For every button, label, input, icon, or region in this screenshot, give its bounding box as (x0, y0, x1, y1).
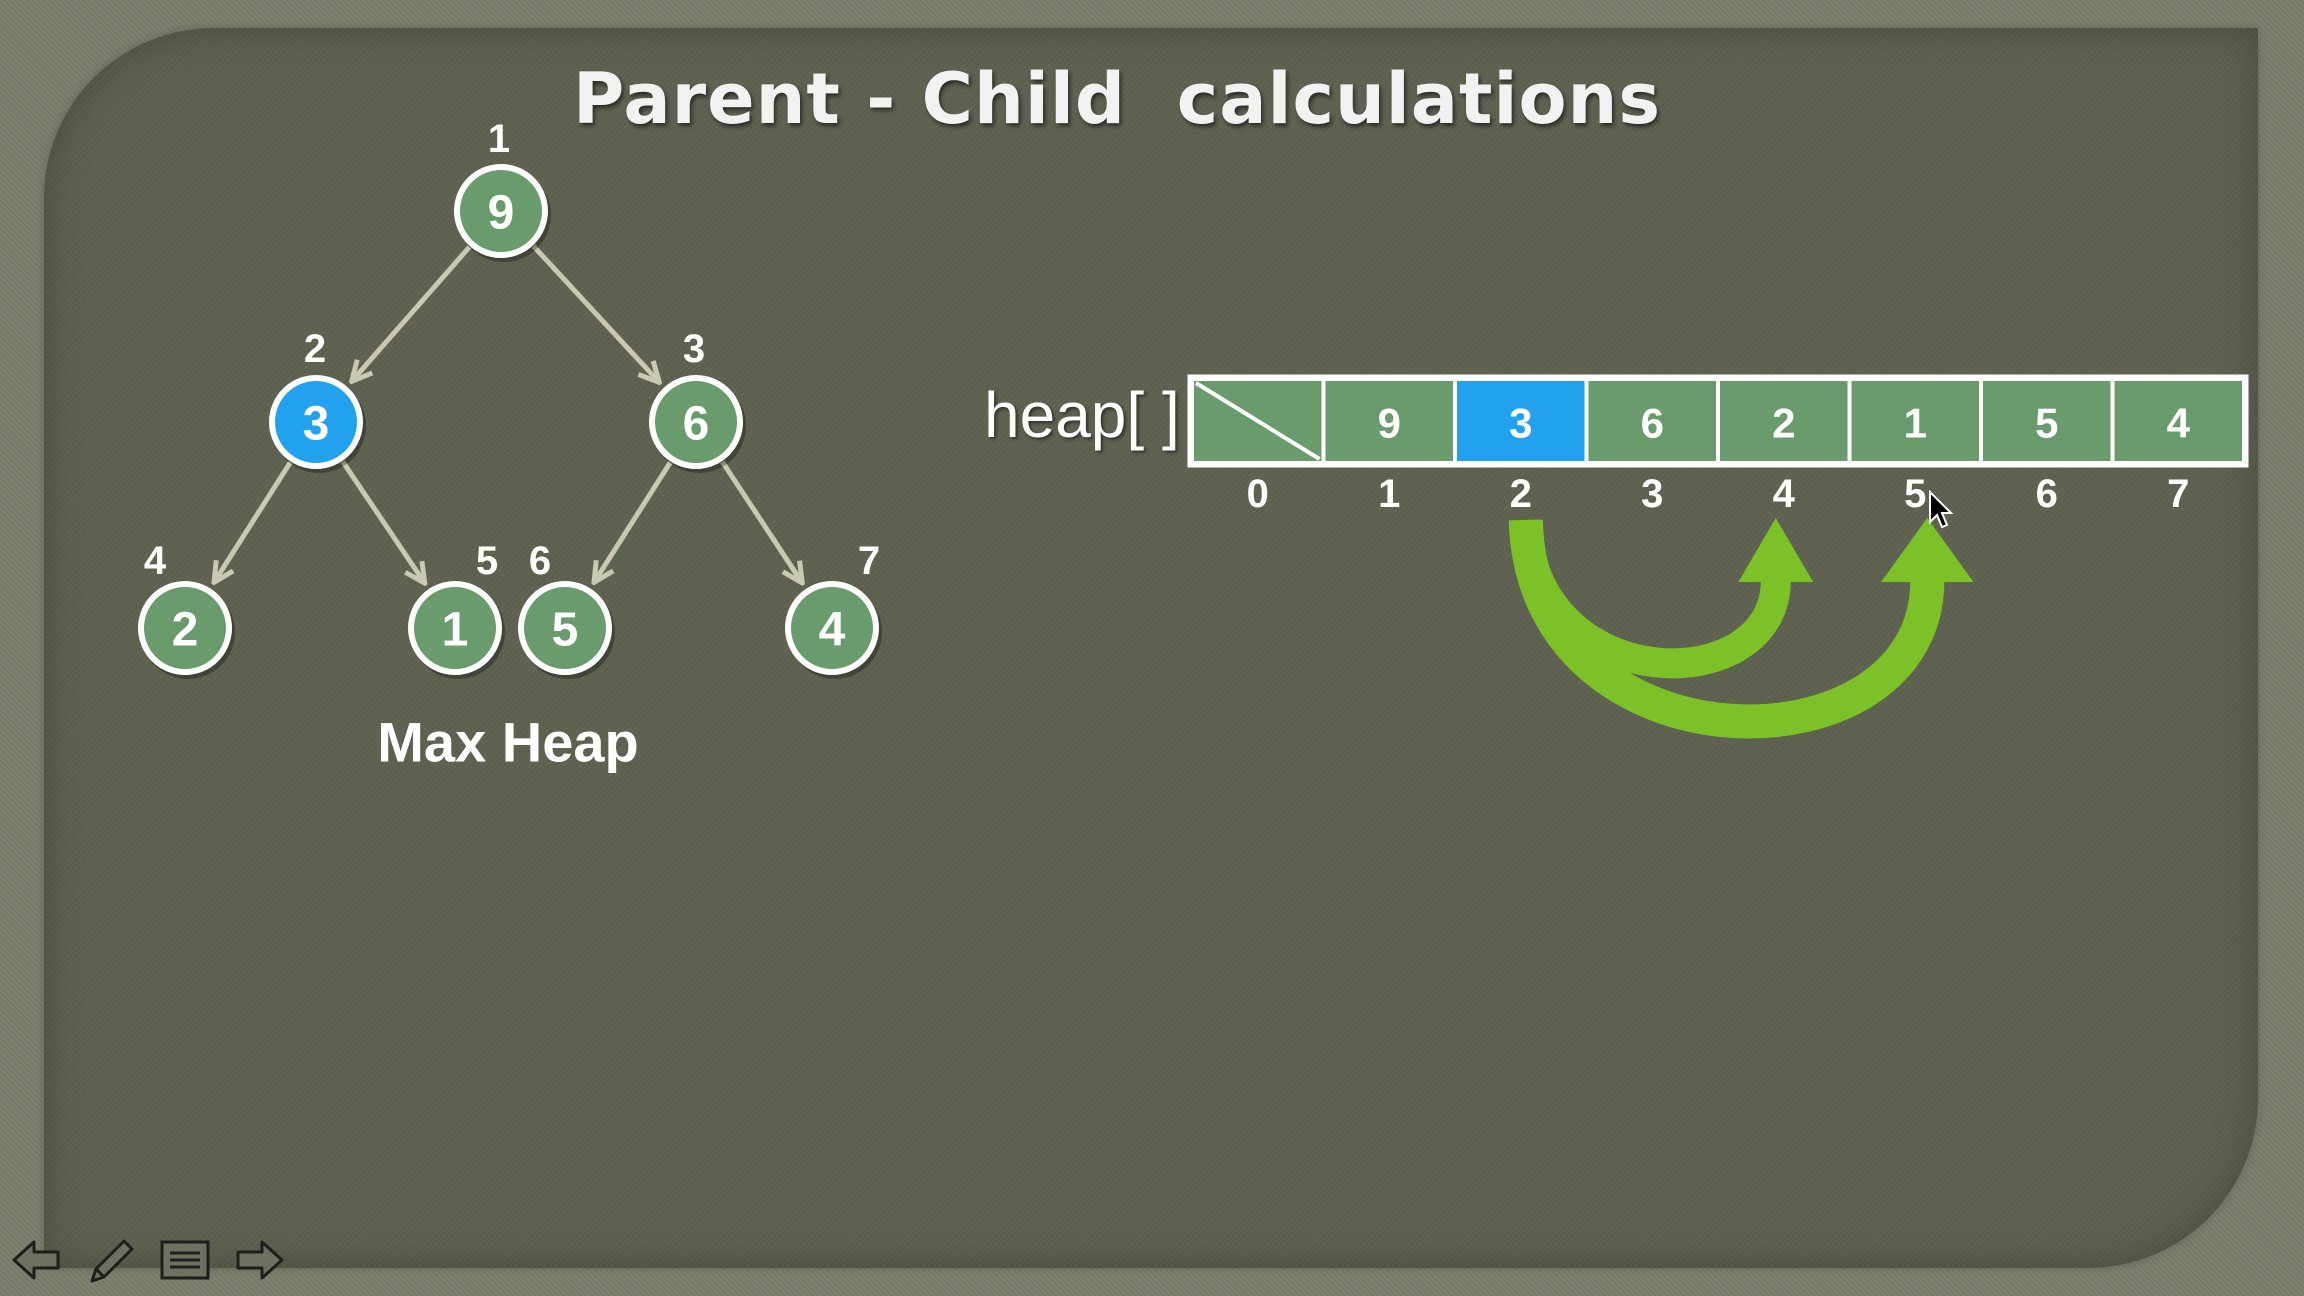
next-slide-button[interactable] (232, 1233, 286, 1287)
tree-node-circle (269, 375, 363, 469)
tree-node-index: 2 (304, 327, 326, 371)
tree-node: 24 (138, 539, 235, 679)
tree-node-index: 4 (144, 539, 167, 583)
tree-node-index: 3 (683, 327, 705, 371)
tree-node: 15 (408, 539, 505, 679)
tree-node: 91 (454, 117, 551, 262)
tree-node-value: 5 (552, 604, 579, 657)
previous-slide-button[interactable] (10, 1233, 64, 1287)
arrow-right-icon (236, 1240, 284, 1280)
tree-node: 56 (518, 539, 615, 679)
tree-edge-arrow (340, 460, 425, 583)
tree-node-circle (454, 164, 548, 258)
tree-node-value: 3 (303, 398, 330, 451)
tree-node-index: 1 (488, 117, 510, 161)
tree-node-circle (518, 581, 612, 675)
tree-node: 47 (785, 539, 882, 679)
tree-node-circle (408, 581, 502, 675)
tree-edge-arrow (352, 245, 472, 381)
arrow-left-icon (12, 1240, 60, 1280)
slide-menu-button[interactable] (158, 1233, 212, 1287)
tree-node-circle (649, 375, 743, 469)
tree-caption: Max Heap (377, 711, 638, 774)
tree-node-circle (785, 581, 879, 675)
tree-node-index: 7 (858, 539, 880, 583)
slide-navigation (10, 1230, 286, 1290)
tree-edge-arrow (594, 461, 673, 583)
slide-title: Parent - Child calculations (572, 58, 1662, 140)
tree-node-index: 6 (529, 539, 551, 583)
slide-menu-icon (160, 1240, 210, 1280)
tree-node-index: 5 (476, 539, 498, 583)
pen-tool-button[interactable] (84, 1233, 138, 1287)
tree-node-circle (138, 581, 232, 675)
tree-node-value: 4 (819, 604, 846, 657)
tree-node: 63 (649, 327, 746, 473)
tree-node: 32 (269, 327, 366, 473)
tree-node-value: 2 (172, 604, 199, 657)
tree-node-value: 1 (442, 604, 469, 657)
pen-icon (90, 1239, 134, 1283)
tree-node-value: 9 (488, 187, 515, 240)
tree-edge-arrow (720, 460, 802, 583)
tree-edge-arrow (214, 461, 293, 583)
tree-node-value: 6 (683, 398, 710, 451)
tree-edge-arrow (531, 244, 660, 382)
array-label: heap[ ] (984, 379, 1180, 451)
